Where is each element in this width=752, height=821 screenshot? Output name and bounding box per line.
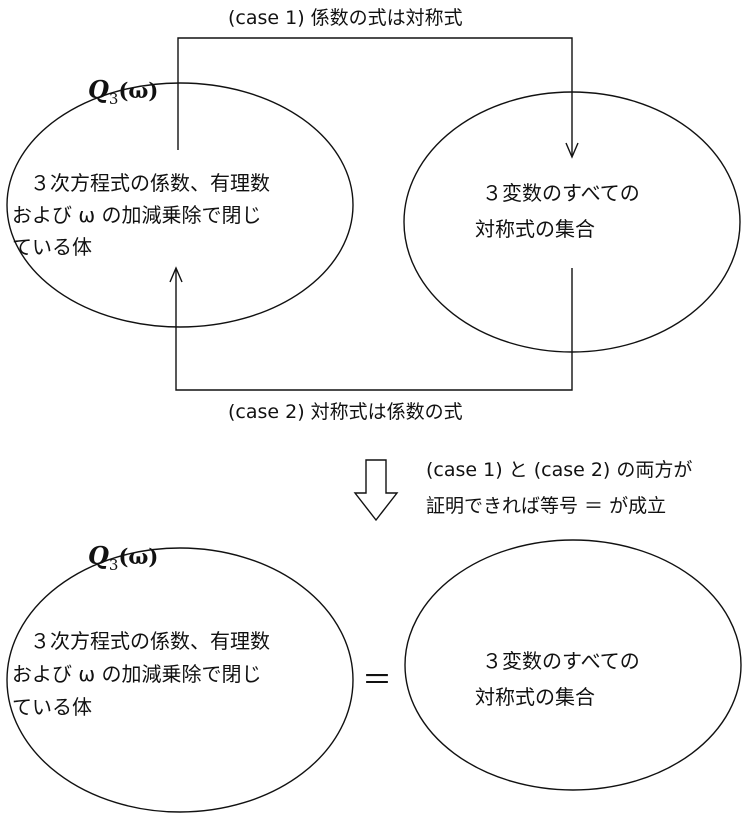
field-label-bottom: Q3(ω): [88, 541, 158, 574]
case2-arrow-head: [169, 266, 183, 283]
left-field-line-2-bottom: および ω の加減乗除で閉じ: [12, 662, 261, 686]
left-field-ellipse-top: [6, 82, 354, 328]
case2-arrow-line: [175, 268, 573, 391]
field-label-top: Q3(ω): [88, 75, 158, 108]
case1-label: (case 1) 係数の式は対称式: [228, 7, 463, 29]
left-field-line-1-bottom: ３次方程式の係数、有理数: [30, 629, 270, 653]
left-field-line-3-bottom: ている体: [12, 695, 92, 719]
case2-label: (case 2) 対称式は係数の式: [228, 401, 463, 423]
right-set-ellipse-bottom: [404, 539, 742, 791]
note-line-1: (case 1) と (case 2) の両方が: [426, 459, 692, 481]
note-line-2: 証明できれば等号 ＝ が成立: [426, 495, 666, 517]
equals-sign: ＝: [362, 663, 392, 698]
case1-arrow-line: [177, 37, 573, 155]
left-field-line-2-top: および ω の加減乗除で閉じ: [12, 203, 261, 227]
right-set-line-1-top: ３変数のすべての: [482, 181, 640, 205]
left-field-line-1-top: ３次方程式の係数、有理数: [30, 171, 270, 195]
implication-arrow-icon: [353, 459, 399, 522]
right-set-line-2-bottom: 対称式の集合: [475, 685, 595, 709]
right-set-line-2-top: 対称式の集合: [475, 217, 595, 241]
left-field-line-3-top: ている体: [12, 235, 92, 259]
left-field-ellipse-bottom: [6, 547, 354, 813]
case1-arrow-head: [565, 142, 579, 159]
right-set-line-1-bottom: ３変数のすべての: [482, 649, 640, 673]
